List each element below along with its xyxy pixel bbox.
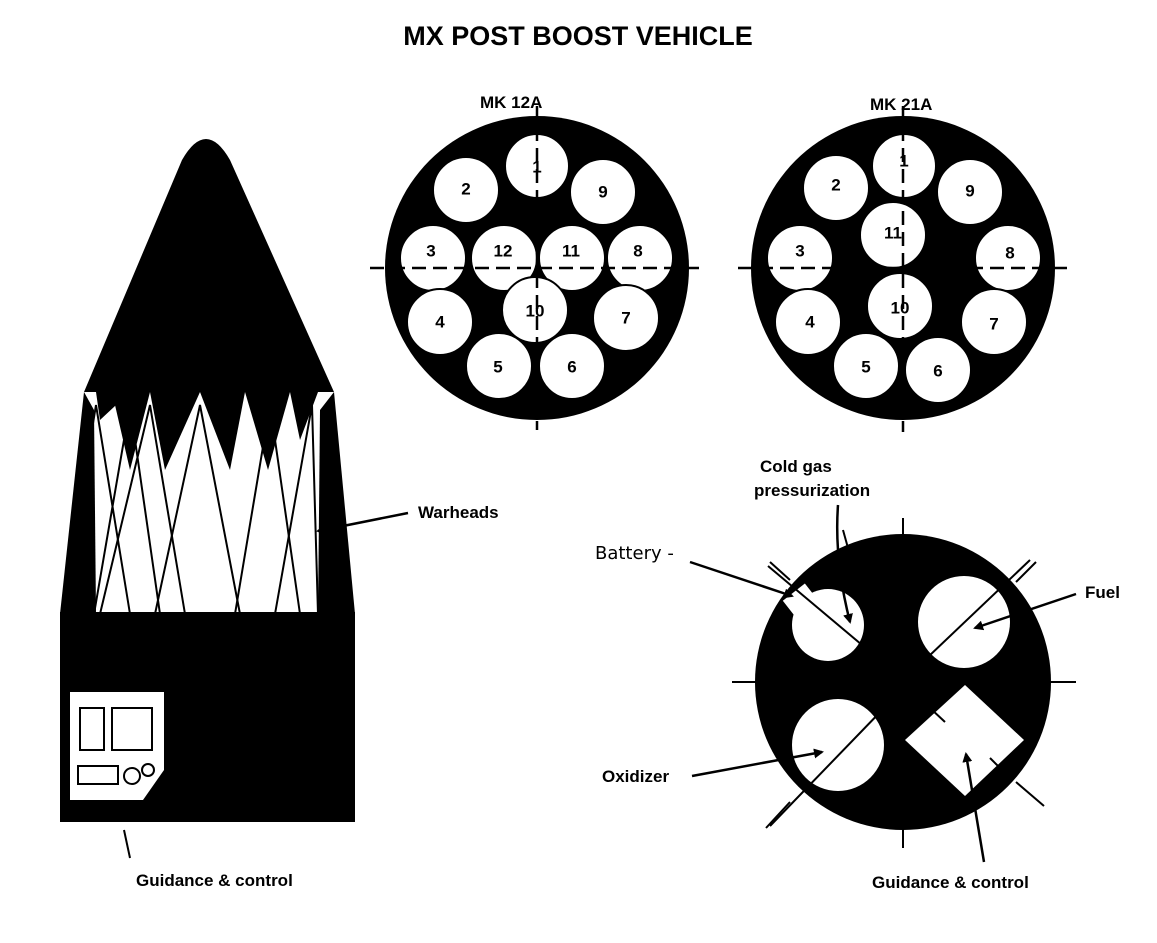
- mk21a-num-11: 11: [884, 223, 902, 242]
- label-oxidizer: Oxidizer: [602, 767, 669, 786]
- bus-disk: [755, 534, 1051, 830]
- radial-ticks: [732, 518, 1076, 848]
- arrow-warheads: [316, 511, 409, 535]
- mk21a-num-2: 2: [831, 175, 840, 194]
- arrow-fuel: [973, 592, 1077, 631]
- mk21a-slot-6: [904, 336, 972, 404]
- guidance-panel: [70, 692, 164, 800]
- mk12a-num-5: 5: [493, 357, 502, 376]
- leader-guidance-left: [123, 829, 131, 859]
- mk21a-slot-9: [936, 158, 1004, 226]
- fuel-line: [907, 559, 1031, 677]
- mk21a-num-5: 5: [861, 357, 870, 376]
- bus-cross-section: [732, 518, 1076, 848]
- oxidizer-tank: [792, 699, 884, 791]
- mk21a-slot-2: [802, 154, 870, 222]
- battery-line: [767, 565, 869, 651]
- diagram-title: MX POST BOOST VEHICLE: [403, 21, 753, 51]
- oxidizer-line: [769, 705, 887, 827]
- mk12a-slot-9: [569, 158, 637, 226]
- mk12a-num-12: 12: [494, 241, 513, 260]
- mk21a-slot-5: [832, 332, 900, 400]
- guidance-notch-1: [929, 707, 946, 723]
- mk21a-num-3: 3: [795, 241, 804, 260]
- mk12a-num-10: 10: [526, 301, 545, 320]
- mk12a-num-4: 4: [435, 312, 445, 331]
- vehicle-side-view: [60, 139, 355, 822]
- mk12a-slot-11: [538, 224, 606, 292]
- mk12a-num-8: 8: [633, 241, 642, 260]
- mk21a-slot-4: [774, 288, 842, 356]
- label-guidance-right: Guidance & control: [872, 873, 1029, 892]
- label-fuel: Fuel: [1085, 583, 1120, 602]
- cold-gas-tank: [792, 589, 864, 661]
- mk12a-num-9: 9: [598, 182, 607, 201]
- mk12a-num-6: 6: [567, 357, 576, 376]
- mk21a-slot-8: [974, 224, 1042, 292]
- arrow-battery: [689, 560, 794, 599]
- nose-cone: [84, 139, 334, 392]
- mk21a-num-10: 10: [891, 298, 910, 317]
- arrow-guidance-right: [962, 752, 986, 863]
- mk12a-num-2: 2: [461, 179, 470, 198]
- mk21a-num-6: 6: [933, 361, 942, 380]
- mk12a-slot-4: [406, 288, 474, 356]
- label-cold-gas-line1: Cold gas: [760, 457, 832, 476]
- arrow-oxidizer: [691, 748, 824, 778]
- guidance-notch-2: [989, 757, 1005, 773]
- mk12a-num-1: 1: [532, 157, 541, 176]
- label-cold-gas-line2: pressurization: [754, 481, 870, 500]
- mk12a-num-7: 7: [621, 308, 630, 327]
- mk12a-slot-6: [538, 332, 606, 400]
- mk12a-label: MK 12A: [480, 93, 542, 112]
- mk12a-num-3: 3: [426, 241, 435, 260]
- mk12a-slot-10: [501, 276, 569, 344]
- mk21a-slot-10: [866, 272, 934, 340]
- mk12a-slot-2: [432, 156, 500, 224]
- mk21a-slot-7: [960, 288, 1028, 356]
- mk21a-layout: MK 21A 1 2 9 11 3 8 10 4 7 5 6: [738, 95, 1074, 432]
- warhead-bay: [60, 392, 355, 615]
- mk21a-num-7: 7: [989, 314, 998, 333]
- mk12a-slot-5: [465, 332, 533, 400]
- battery-block: [782, 583, 818, 617]
- label-guidance-left: Guidance & control: [136, 871, 293, 890]
- mk21a-num-9: 9: [965, 181, 974, 200]
- label-battery: Battery -: [595, 543, 674, 564]
- mk21a-num-4: 4: [805, 312, 815, 331]
- mk12a-slot-7: [592, 284, 660, 352]
- mk12a-layout: MK 12A 1 2 9 3 12 11 8 4 10 7 5 6: [370, 93, 706, 430]
- mk21a-label: MK 21A: [870, 95, 932, 114]
- mk12a-num-11: 11: [562, 241, 580, 260]
- arrow-cold-gas: [835, 504, 853, 624]
- label-warheads: Warheads: [418, 503, 499, 522]
- mk21a-num-1: 1: [899, 151, 908, 170]
- mk21a-num-8: 8: [1005, 243, 1014, 262]
